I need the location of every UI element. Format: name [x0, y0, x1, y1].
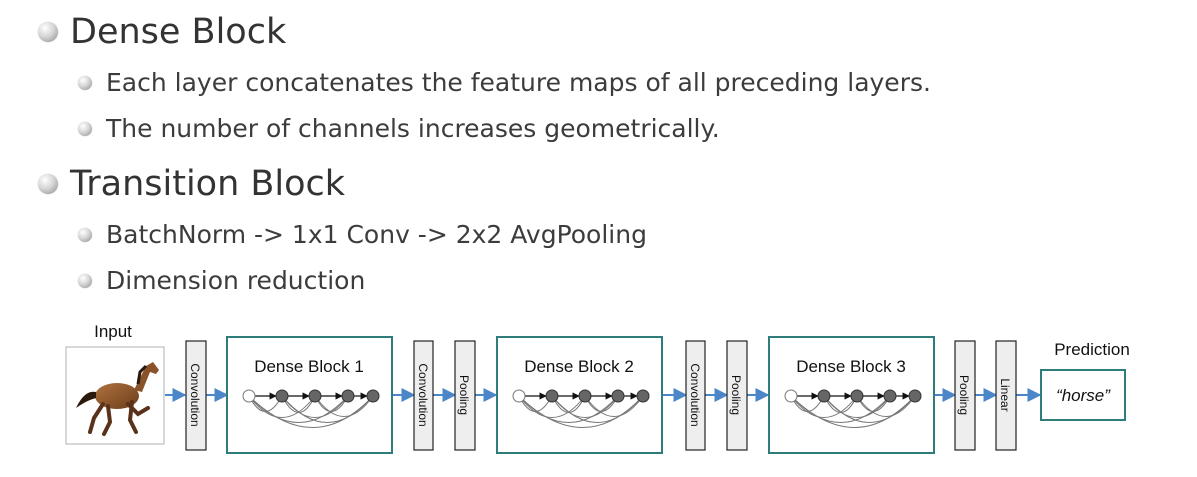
text-channels: The number of channels increases geometr…	[106, 114, 720, 143]
densenet-diagram: Input Convolution Convolution Pooling	[65, 322, 1130, 454]
dense-node	[341, 389, 355, 403]
dense-node	[308, 389, 322, 403]
layer-conv2: Convolution	[413, 340, 434, 451]
dense-block-2-label: Dense Block 2	[524, 357, 634, 376]
dense-node	[636, 389, 650, 403]
dense-block-1-label: Dense Block 1	[254, 357, 364, 376]
bullet-icon	[78, 273, 92, 288]
horse-image	[65, 346, 165, 445]
layer-pool2-label: Pooling	[457, 375, 471, 415]
layer-conv2-label: Convolution	[416, 363, 430, 426]
dense-node	[366, 389, 380, 403]
heading-dense-block: Dense Block	[70, 12, 287, 52]
dense-node-input	[512, 389, 526, 403]
layer-pool2: Pooling	[454, 340, 476, 451]
bullet-icon	[78, 121, 92, 136]
dense-block-2: Dense Block 2	[496, 336, 663, 454]
dense-block-3-label: Dense Block 3	[796, 357, 906, 376]
dense-node-input	[242, 389, 256, 403]
dense-node	[908, 389, 922, 403]
dense-node	[578, 389, 592, 403]
prediction-text: “horse”	[1056, 386, 1111, 405]
bullet-icon	[78, 227, 92, 242]
bullet-icon	[38, 174, 58, 194]
bullet-dense-block: Dense Block	[38, 12, 286, 52]
dense-block-1: Dense Block 1	[226, 336, 393, 454]
layer-conv1: Convolution	[185, 340, 207, 451]
text-dimension: Dimension reduction	[106, 266, 366, 295]
prediction-box: “horse”	[1040, 369, 1126, 421]
bullet-concatenates: Each layer concatenates the feature maps…	[78, 68, 931, 97]
layer-pool4-label: Pooling	[957, 375, 971, 415]
layer-linear: Linear	[995, 340, 1017, 451]
dense-node-input	[784, 389, 798, 403]
bullet-transition-ops: BatchNorm -> 1x1 Conv -> 2x2 AvgPooling	[78, 220, 647, 249]
prediction-label: Prediction	[1054, 340, 1130, 359]
layer-pool4: Pooling	[954, 340, 976, 451]
dense-node	[611, 389, 625, 403]
text-transition-ops: BatchNorm -> 1x1 Conv -> 2x2 AvgPooling	[106, 220, 647, 249]
layer-conv3: Convolution	[685, 340, 706, 451]
dense-node	[275, 389, 289, 403]
dense-node	[883, 389, 897, 403]
bullet-dimension: Dimension reduction	[78, 266, 365, 295]
layer-pool3-label: Pooling	[729, 375, 743, 415]
text-concatenates: Each layer concatenates the feature maps…	[106, 68, 931, 97]
input-label: Input	[94, 322, 132, 341]
dense-node	[545, 389, 559, 403]
bullet-transition-block: Transition Block	[38, 164, 345, 204]
bullet-icon	[78, 75, 92, 90]
dense-block-3: Dense Block 3	[768, 336, 935, 454]
layer-conv3-label: Convolution	[688, 363, 702, 426]
layer-conv1-label: Convolution	[188, 363, 202, 426]
heading-transition-block: Transition Block	[70, 164, 346, 204]
dense-node	[817, 389, 831, 403]
bullet-channels: The number of channels increases geometr…	[78, 114, 720, 143]
layer-linear-label: Linear	[998, 378, 1012, 411]
layer-pool3: Pooling	[726, 340, 748, 451]
dense-node	[850, 389, 864, 403]
bullet-icon	[38, 22, 58, 42]
